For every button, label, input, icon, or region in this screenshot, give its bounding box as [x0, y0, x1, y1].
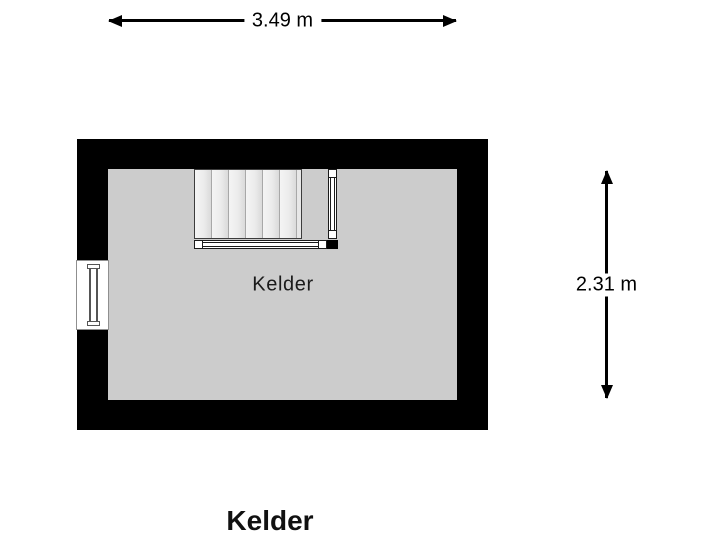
window-frame-cap	[87, 264, 100, 269]
railing-bar	[202, 240, 319, 249]
staircase-railing-right	[328, 169, 337, 239]
wall-stub	[327, 240, 338, 249]
stair-tread	[229, 170, 246, 238]
railing-bar	[328, 177, 337, 231]
room-label: Kelder	[252, 273, 314, 296]
stair-tread	[263, 170, 280, 238]
arrow-down-icon	[600, 385, 613, 399]
arrow-left-icon	[108, 14, 122, 27]
railing-post	[318, 240, 327, 249]
stair-tread	[212, 170, 229, 238]
arrow-right-icon	[443, 14, 457, 27]
arrow-up-icon	[600, 170, 613, 184]
railing-post	[328, 230, 337, 239]
railing-post	[194, 240, 203, 249]
window-glazing	[89, 265, 98, 325]
width-dimension: 3.49 m	[108, 8, 457, 33]
stair-tread	[246, 170, 263, 238]
railing-post	[328, 169, 337, 178]
height-dimension: 2.31 m	[567, 170, 646, 399]
plan-title: Kelder	[226, 505, 314, 536]
height-dimension-label: 2.31 m	[567, 273, 646, 296]
width-dimension-label: 3.49 m	[243, 9, 322, 32]
staircase-railing-bottom	[194, 240, 327, 249]
stair-tread	[195, 170, 212, 238]
staircase	[194, 169, 302, 239]
window-frame-cap	[87, 321, 100, 326]
stair-tread	[280, 170, 297, 238]
window	[76, 260, 109, 330]
